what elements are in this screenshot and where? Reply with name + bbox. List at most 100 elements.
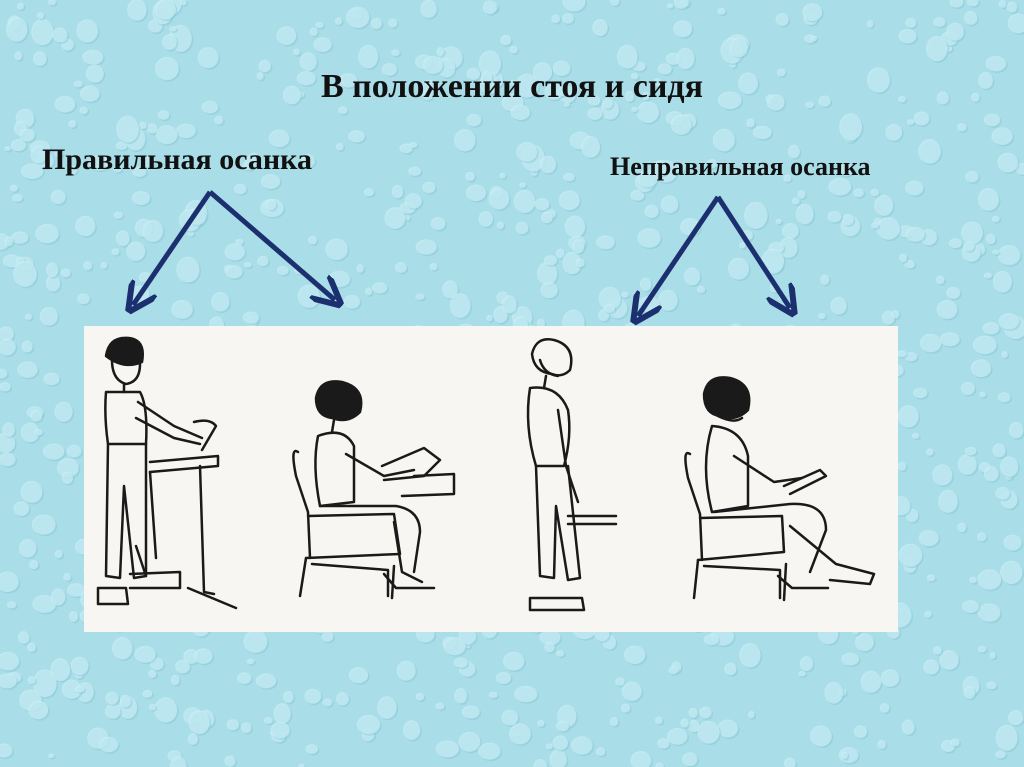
- droplet: [976, 532, 987, 542]
- droplet: [443, 637, 466, 656]
- droplet: [549, 749, 567, 767]
- droplet: [111, 248, 120, 256]
- droplet: [539, 628, 561, 646]
- droplet: [964, 446, 977, 456]
- droplet: [73, 80, 83, 88]
- droplet: [420, 0, 437, 18]
- droplet: [510, 104, 531, 121]
- droplet: [509, 723, 531, 745]
- droplet: [276, 26, 297, 46]
- droplet: [0, 338, 16, 356]
- droplet: [345, 6, 370, 29]
- droplet: [978, 71, 993, 89]
- droplet: [592, 19, 608, 37]
- droplet: [50, 658, 71, 682]
- droplet: [54, 401, 73, 422]
- droplet: [923, 659, 940, 675]
- droplet: [938, 489, 958, 513]
- droplet: [969, 576, 977, 584]
- droplet: [17, 361, 38, 378]
- droplet: [587, 107, 603, 120]
- droplet: [171, 299, 193, 319]
- droplet: [256, 72, 264, 80]
- droplet: [637, 228, 661, 248]
- droplet: [680, 718, 689, 728]
- droplet: [270, 721, 290, 739]
- droplet: [88, 155, 110, 171]
- droplet: [666, 728, 688, 745]
- droplet: [28, 700, 49, 720]
- droplet: [19, 538, 37, 558]
- droplet: [50, 588, 66, 606]
- droplet: [989, 652, 996, 659]
- droplet: [666, 3, 674, 9]
- droplet: [187, 229, 195, 237]
- droplet: [169, 756, 187, 767]
- droplet: [157, 110, 170, 120]
- droplet: [100, 261, 108, 269]
- droplet: [449, 293, 471, 318]
- droplet: [257, 255, 269, 267]
- droplet: [728, 257, 750, 280]
- droplet: [950, 738, 960, 747]
- droplet: [402, 720, 421, 740]
- droplet: [488, 691, 498, 699]
- droplet: [47, 753, 55, 759]
- droplet: [795, 203, 814, 225]
- droplet: [464, 171, 476, 181]
- droplet: [237, 672, 252, 685]
- droplet: [818, 313, 826, 320]
- droplet: [138, 121, 147, 130]
- droplet: [175, 123, 196, 139]
- droplet: [997, 392, 1011, 403]
- droplet: [918, 138, 941, 164]
- droplet: [146, 123, 158, 134]
- droplet: [77, 293, 90, 305]
- droplet: [371, 282, 388, 294]
- droplet: [466, 113, 482, 127]
- droplet: [957, 123, 967, 132]
- droplet: [0, 452, 16, 467]
- droplet: [85, 64, 104, 83]
- droplet: [116, 115, 139, 143]
- droplet: [827, 210, 842, 223]
- droplet: [233, 183, 247, 195]
- droplet: [972, 335, 997, 355]
- droplet: [50, 189, 66, 205]
- droplet: [343, 294, 361, 309]
- droplet: [1003, 534, 1022, 551]
- droplet: [746, 118, 755, 128]
- droplet: [874, 194, 894, 216]
- droplet: [211, 292, 230, 312]
- droplet: [544, 641, 555, 653]
- droplet: [540, 211, 553, 224]
- droplet: [963, 686, 976, 699]
- droplet: [482, 0, 497, 15]
- droplet: [509, 79, 518, 86]
- droplet: [532, 62, 553, 82]
- droplet: [105, 691, 119, 705]
- droplet: [381, 63, 397, 76]
- droplet: [31, 18, 54, 46]
- droplet: [35, 223, 59, 244]
- droplet: [24, 313, 32, 320]
- droplet: [630, 73, 639, 80]
- droplet: [33, 51, 47, 66]
- droplet: [866, 67, 890, 93]
- droplet: [293, 48, 300, 56]
- droplet: [818, 95, 831, 107]
- droplet: [358, 44, 379, 69]
- droplet: [187, 733, 198, 745]
- droplet: [12, 194, 23, 202]
- droplet: [652, 160, 669, 177]
- droplet: [435, 702, 445, 710]
- droplet: [154, 56, 179, 81]
- droplet: [155, 125, 178, 145]
- droplet: [977, 603, 1001, 622]
- droplet: [140, 155, 156, 168]
- droplet: [461, 705, 480, 719]
- droplet: [11, 231, 29, 244]
- droplet: [946, 286, 961, 299]
- droplet: [997, 152, 1019, 173]
- droplet: [188, 710, 210, 735]
